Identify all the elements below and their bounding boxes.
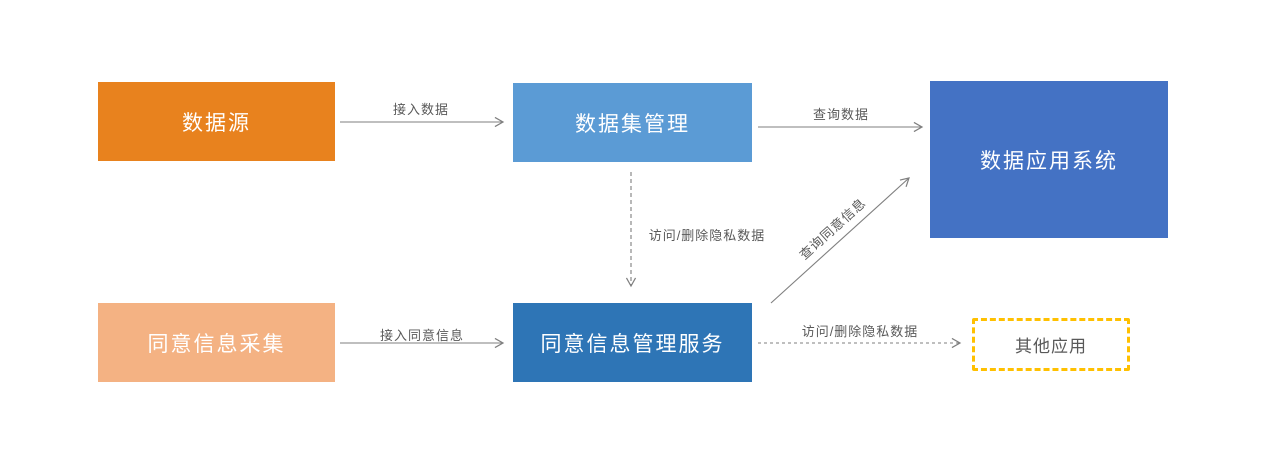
node-other-applications: 其他应用 (972, 318, 1130, 371)
edge-label-access-delete-private-data: 访问/删除隐私数据 (648, 228, 766, 243)
edge-label-ingest-data: 接入数据 (392, 102, 450, 117)
node-other-applications-label: 其他应用 (1015, 337, 1087, 356)
node-data-source-label: 数据源 (182, 111, 251, 135)
edge-label-ingest-consent-info: 接入同意信息 (379, 328, 465, 343)
node-data-source: 数据源 (98, 82, 335, 161)
node-consent-info-collection: 同意信息采集 (98, 303, 335, 382)
node-data-application-system: 数据应用系统 (930, 81, 1168, 238)
node-consent-management-service-label: 同意信息管理服务 (540, 332, 725, 356)
node-data-application-system-label: 数据应用系统 (980, 149, 1118, 173)
node-dataset-management: 数据集管理 (513, 83, 752, 162)
edge-query-consent-info-line (770, 177, 910, 304)
node-consent-info-collection-label: 同意信息采集 (147, 332, 286, 356)
node-consent-management-service: 同意信息管理服务 (513, 303, 752, 382)
edge-label-access-delete-private-data-2: 访问/删除隐私数据 (801, 324, 919, 339)
edge-label-query-data: 查询数据 (812, 107, 870, 122)
node-dataset-management-label: 数据集管理 (575, 112, 690, 136)
